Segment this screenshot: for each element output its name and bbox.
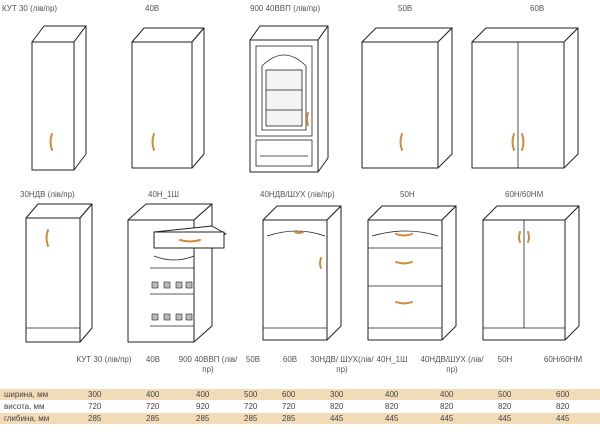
label-30ndv: 30НДВ (лів/пр): [20, 190, 75, 199]
table-row-depth: глибина, мм 285 285 285 285 285 445 445 …: [0, 413, 600, 424]
label-40v: 40В: [145, 4, 160, 13]
cabinet-50n: [367, 205, 457, 341]
col-header-7: 40НДВ/ШУХ (лів/пр): [420, 355, 484, 374]
cabinet-50v: [361, 27, 453, 169]
label-40n-1sh: 40Н_1Ш: [148, 190, 179, 199]
col-header-4: 60В: [282, 355, 298, 364]
table-row-width: ширина, мм 300 400 400 500 600 300 400 4…: [0, 389, 600, 400]
cabinet-40v: [131, 27, 205, 169]
label-50n: 50Н: [400, 190, 415, 199]
table-row-height: висота, мм 720 720 920 720 720 820 820 8…: [0, 401, 600, 412]
cabinet-60v: [471, 27, 579, 169]
cabinet-kut30: [31, 25, 87, 171]
col-header-5: 30НДВ/ ШУХ(лів/пр): [310, 355, 374, 374]
col-header-6: 40Н_1Ш: [376, 355, 408, 364]
label-60n-60nm: 60Н/60НМ: [505, 190, 544, 199]
col-header-3: 50В: [245, 355, 261, 364]
cabinet-40ndv-shukh: [262, 205, 342, 341]
cabinet-60n-60nm: [482, 205, 580, 341]
label-900-40vvp: 900 40ВВП (лів/пр): [250, 4, 321, 13]
col-header-8: 50Н: [497, 355, 513, 364]
col-header-0: КУТ 30 (лів/пр): [76, 355, 132, 364]
cabinet-30ndv: [25, 203, 93, 343]
col-header-1: 40В: [145, 355, 161, 364]
col-header-9: 60Н/60НМ: [543, 355, 583, 364]
col-header-2: 900 40ВВП (лів/пр): [178, 355, 238, 374]
label-40ndv-shukh: 40НДВ/ШУХ (лів/пр): [260, 190, 335, 199]
cabinet-40n-1sh: [127, 203, 227, 343]
label-kut30: КУТ 30 (лів/пр): [2, 4, 58, 13]
cabinet-900-40vvp: [249, 25, 329, 173]
label-50v: 50В: [398, 4, 413, 13]
label-60v: 60В: [530, 4, 545, 13]
